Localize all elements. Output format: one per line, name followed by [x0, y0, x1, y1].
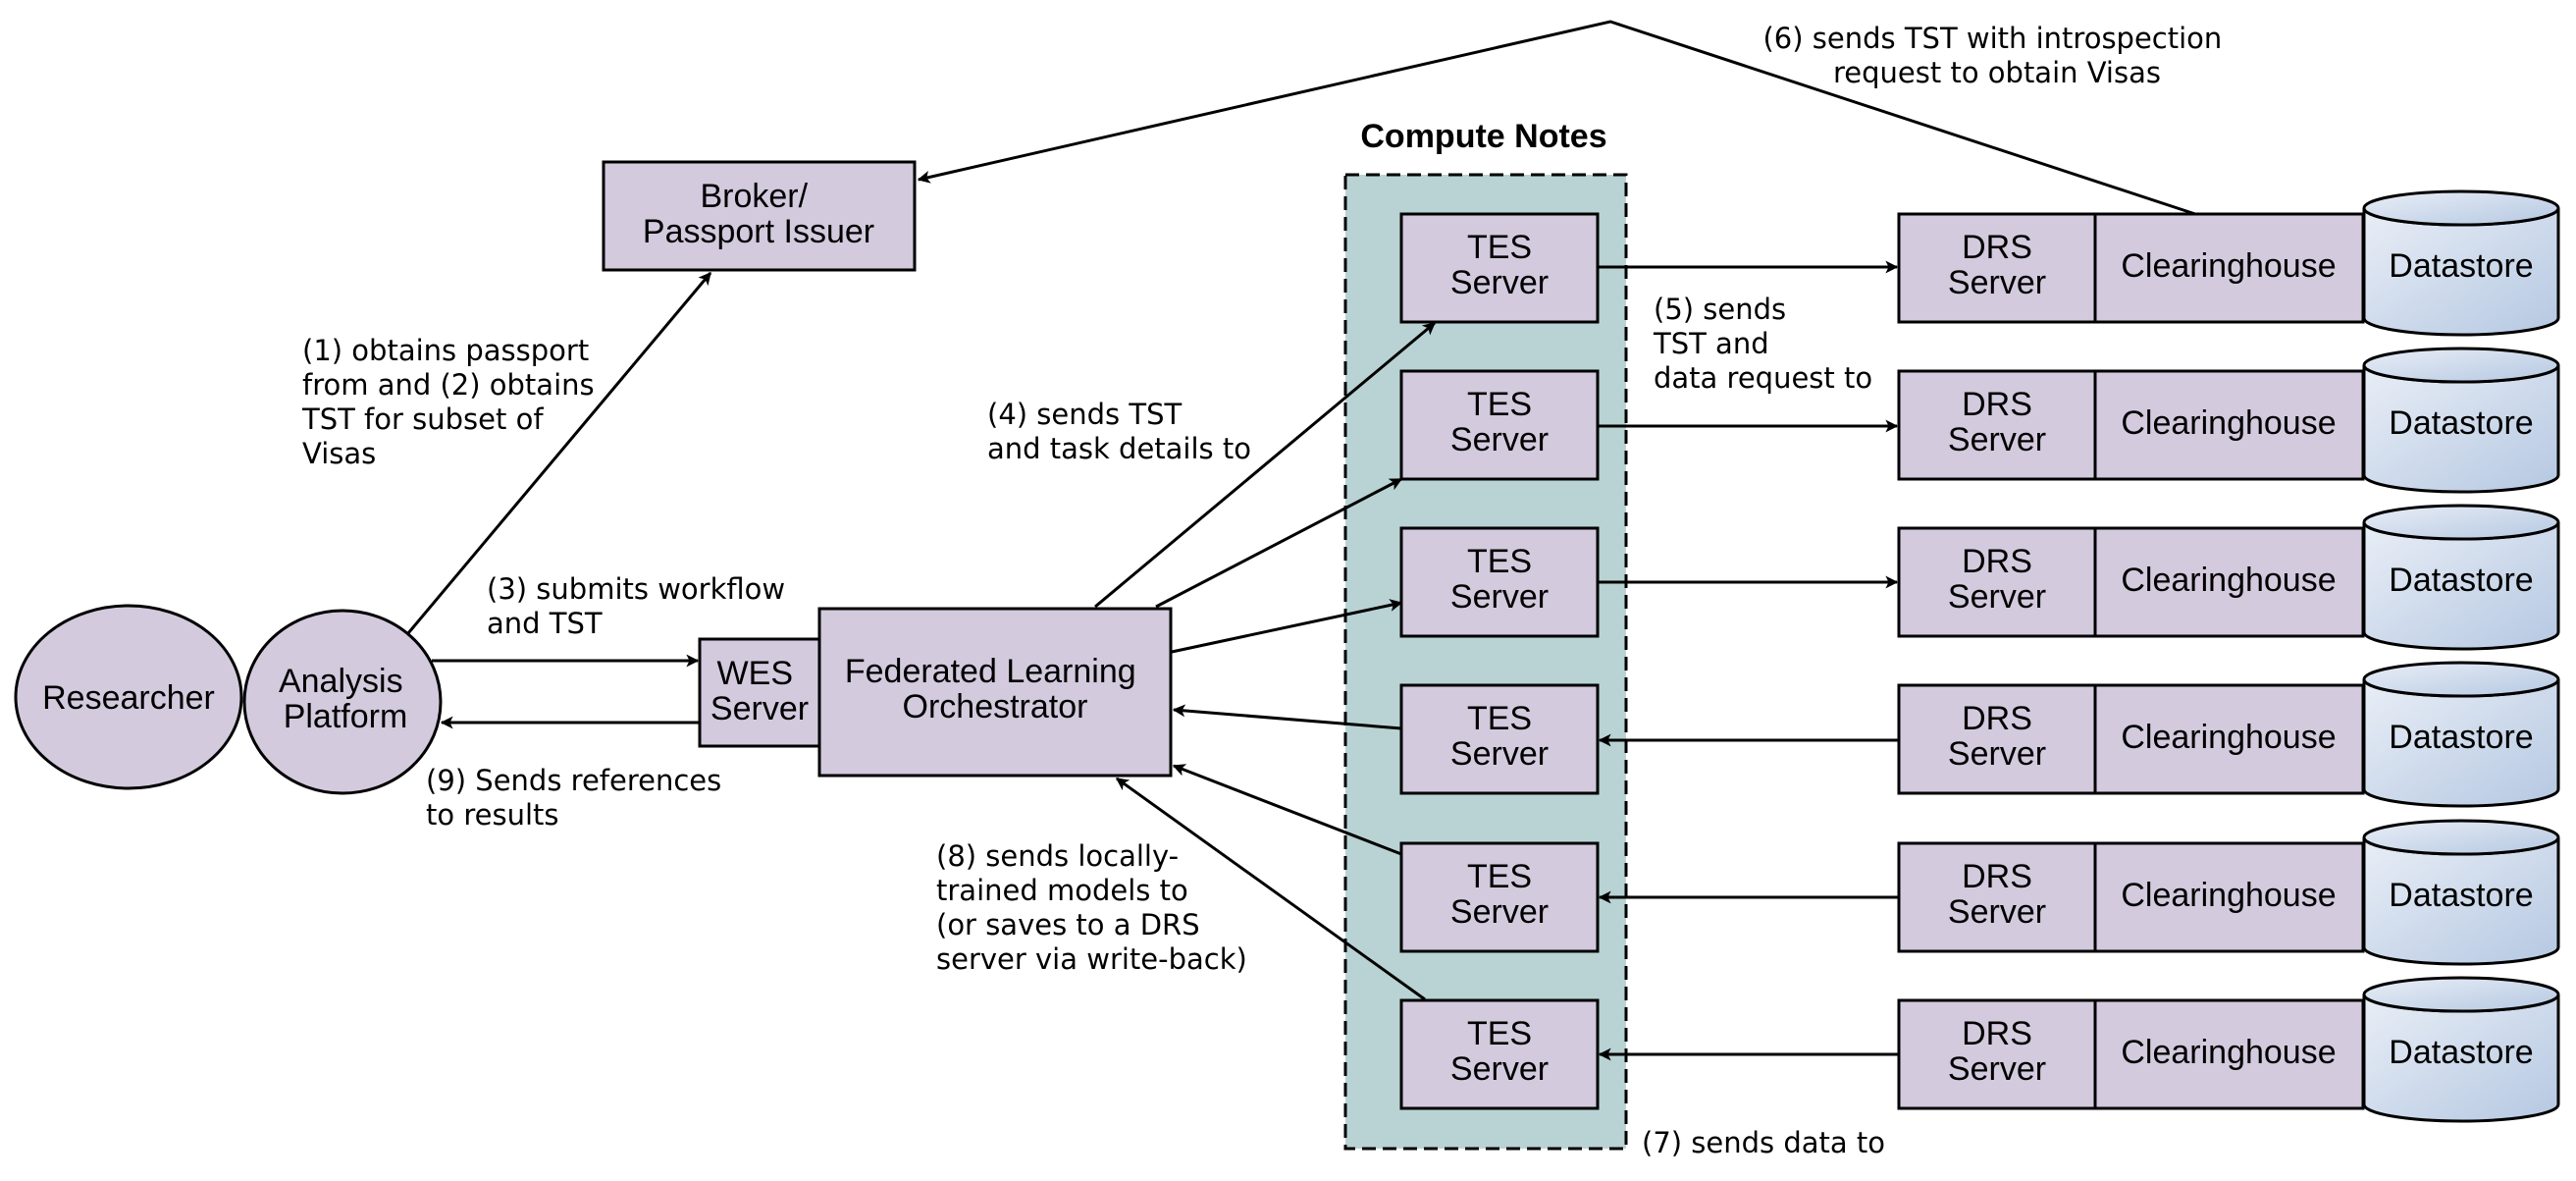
edge-orchestrator-to-tes-3: [1171, 599, 1403, 654]
datastore-4: Datastore: [2362, 661, 2560, 808]
analysis-platform-label: Analysis Platform: [279, 663, 412, 735]
datastore-top: [2362, 819, 2560, 856]
broker-passport-issuer-node: Broker/ Passport Issuer: [602, 160, 917, 272]
orchestrator-label: Federated Learning Orchestrator: [845, 653, 1145, 725]
broker-label: Broker/ Passport Issuer: [643, 178, 874, 250]
datastore-label: Datastore: [2389, 1034, 2533, 1071]
datastore-top: [2362, 189, 2560, 227]
datastore-top: [2362, 347, 2560, 384]
annotation-step-9: (9) Sends references to results: [426, 764, 730, 832]
clearinghouse-6: Clearinghouse: [2093, 998, 2365, 1110]
datastore-label: Datastore: [2389, 562, 2533, 599]
clearinghouse-label: Clearinghouse: [2121, 1034, 2336, 1071]
clearinghouse-label: Clearinghouse: [2121, 247, 2336, 285]
researcher-label: Researcher: [42, 679, 215, 717]
edge-tes-6-to-orchestrator: [1115, 777, 1426, 1001]
datastore-top: [2362, 504, 2560, 541]
datastore-1: Datastore: [2362, 189, 2560, 337]
datastore-2: Datastore: [2362, 347, 2560, 494]
annotation-step-1: (1) obtains passport from and (2) obtain…: [301, 334, 604, 470]
clearinghouse-label: Clearinghouse: [2121, 562, 2336, 599]
edge-clearinghouse-to-broker: [917, 20, 2196, 216]
edge-tes-5-to-orchestrator: [1172, 764, 1402, 856]
wes-server-node: WES Server: [698, 637, 821, 748]
edge-orchestrator-to-tes-2: [1155, 477, 1403, 609]
datastore-label: Datastore: [2389, 247, 2533, 285]
datastore-label: Datastore: [2389, 404, 2533, 442]
analysis-platform-node: Analysis Platform: [242, 609, 443, 795]
clearinghouse-label: Clearinghouse: [2121, 404, 2336, 442]
compute-notes-title: Compute Notes: [1360, 118, 1606, 155]
edge-tes-4-to-orchestrator: [1172, 704, 1402, 730]
compute-notes-region: [1343, 173, 1628, 1151]
datastore-5: Datastore: [2362, 819, 2560, 966]
clearinghouse-label: Clearinghouse: [2121, 877, 2336, 914]
datastore-label: Datastore: [2389, 877, 2533, 914]
clearinghouse-5: Clearinghouse: [2093, 841, 2365, 953]
datastore-top: [2362, 661, 2560, 698]
datastore-top: [2362, 976, 2560, 1013]
edge-platform-to-broker: [406, 272, 712, 634]
federated-learning-orchestrator-node: Federated Learning Orchestrator: [817, 607, 1173, 778]
annotation-step-4: (4) sends TST and task details to: [987, 398, 1251, 465]
wes-server-label: WES Server: [710, 655, 809, 727]
annotation-step-3: (3) submits workflow and TST: [487, 572, 794, 640]
clearinghouse-3: Clearinghouse: [2093, 526, 2365, 638]
clearinghouse-2: Clearinghouse: [2093, 369, 2365, 481]
datastore-label: Datastore: [2389, 719, 2533, 756]
researcher-node: Researcher: [14, 604, 243, 790]
datastore-3: Datastore: [2362, 504, 2560, 651]
edge-orchestrator-to-tes-1: [1094, 321, 1436, 609]
clearinghouse-label: Clearinghouse: [2121, 719, 2336, 756]
annotation-step-8: (8) sends locally- trained models to (or…: [936, 839, 1247, 976]
annotation-step-7: (7) sends data to: [1642, 1126, 1885, 1159]
clearinghouse-4: Clearinghouse: [2093, 683, 2365, 795]
annotation-step-6: (6) sends TST with introspection request…: [1762, 22, 2231, 89]
annotation-step-5: (5) sends TST and data request to: [1653, 293, 1872, 395]
datastore-6: Datastore: [2362, 976, 2560, 1123]
clearinghouse-1: Clearinghouse: [2093, 212, 2365, 324]
